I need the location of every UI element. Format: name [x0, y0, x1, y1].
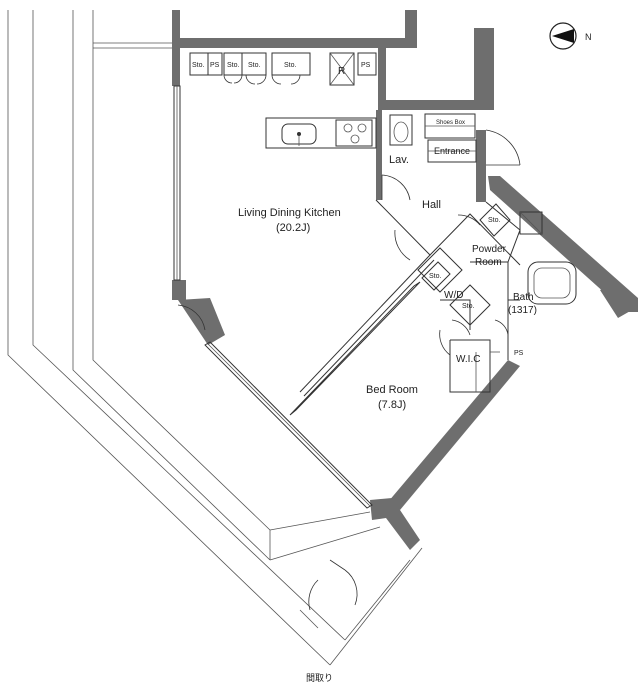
sto-label-4: Sto. — [284, 62, 297, 69]
partitions — [299, 199, 521, 397]
walls — [172, 10, 638, 550]
sto-label-1: Sto. — [192, 62, 205, 69]
entrance-label: Entrance — [434, 146, 470, 156]
footer-label: 間取り — [306, 673, 333, 683]
ps-label-2: PS — [361, 62, 371, 69]
sto-label-2: Sto. — [227, 62, 240, 69]
wic-label: W.I.C — [456, 354, 480, 365]
ldk-size-label: (20.2J) — [276, 222, 310, 234]
balcony-outline — [7, 10, 423, 666]
sto-label-6: Sto. — [429, 273, 442, 280]
windows — [173, 85, 421, 509]
storage-labels: Sto. PS Sto. Sto. Sto. R PS Sto. Sto. St… — [192, 62, 524, 357]
shoes-box-label: Shoes Box — [436, 120, 465, 126]
ldk-label: Living Dining Kitchen — [238, 207, 341, 219]
compass-north-label: N — [585, 32, 592, 42]
north-compass: N — [549, 22, 592, 50]
compass-arrow-icon — [552, 29, 574, 43]
kitchen-counter — [265, 117, 377, 149]
room-labels: Living Dining Kitchen (20.2J) Hall Lav. … — [238, 120, 537, 411]
powder-room-label-2: Room — [475, 257, 502, 268]
wd-label: W/D — [444, 290, 463, 301]
sto-label-3: Sto. — [248, 62, 261, 69]
ps-label-1: PS — [210, 62, 220, 69]
doors — [177, 129, 521, 611]
ps-label-3: PS — [514, 350, 524, 357]
powder-room-label-1: Powder — [472, 244, 507, 255]
sto-label-7: Sto. — [462, 303, 475, 310]
bedroom-label: Bed Room — [366, 384, 418, 396]
sto-label-5: Sto. — [488, 217, 501, 224]
hall-label: Hall — [422, 199, 441, 211]
bath-label: Bath — [513, 292, 534, 303]
lav-label: Lav. — [389, 154, 409, 166]
storage-row — [189, 52, 377, 86]
bath-size-label: (1317) — [508, 305, 537, 316]
fixtures — [389, 113, 577, 326]
fridge-label: R — [338, 66, 345, 77]
bedroom-size-label: (7.8J) — [378, 399, 406, 411]
